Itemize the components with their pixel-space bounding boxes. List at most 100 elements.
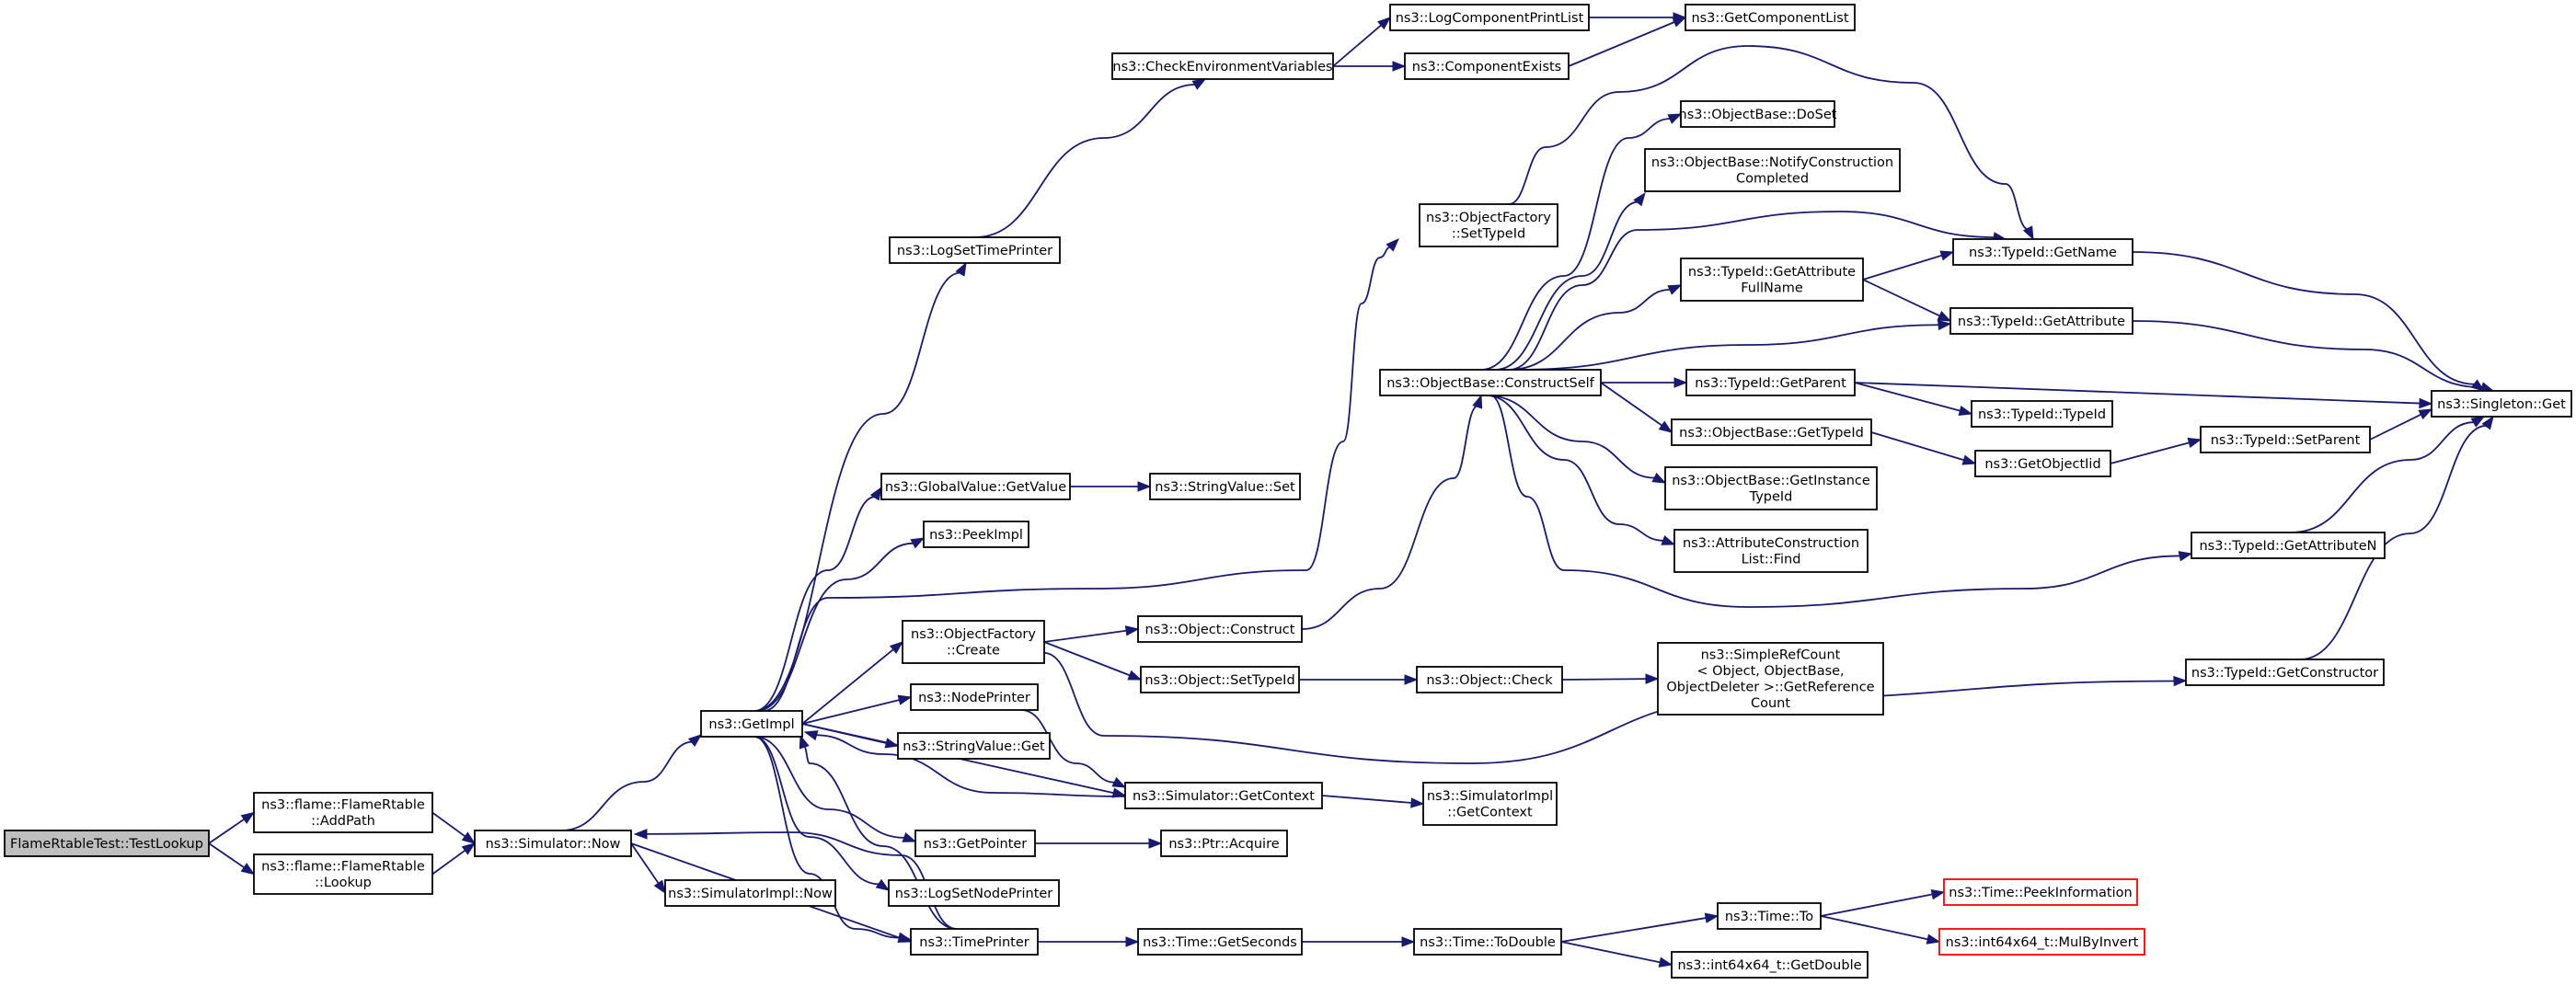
graph-node-n15[interactable]: ns3::ObjectFactory::Create <box>902 620 1045 664</box>
graph-node-n41[interactable]: ns3::TypeId::GetAttribute <box>1949 307 2133 335</box>
edge-n32-n41 <box>1862 279 1952 322</box>
node-box <box>1685 4 1856 31</box>
graph-node-n45[interactable]: ns3::TypeId::GetAttributeN <box>2191 532 2386 559</box>
node-box <box>888 879 1060 907</box>
edge-n3-n5 <box>630 842 666 895</box>
node-box <box>1413 928 1562 956</box>
edge-arrowhead <box>687 734 703 747</box>
graph-node-n23[interactable]: ns3::Simulator::GetContext <box>1124 782 1323 809</box>
node-layer: FlameRtableTest::TestLookupns3::flame::F… <box>4 4 2572 979</box>
graph-node-n24[interactable]: ns3::Ptr::Acquire <box>1160 830 1288 857</box>
graph-node-n12[interactable]: ns3::GlobalValue::GetValue <box>880 473 1071 500</box>
node-label: ns3::ObjectBase::ConstructSelf <box>1386 376 1594 391</box>
node-label: List::Find <box>1742 553 1801 567</box>
node-box <box>897 732 1051 760</box>
graph-node-n26[interactable]: ns3::ObjectBase::ConstructSelf <box>1379 369 1602 396</box>
edge-line <box>1820 893 1934 917</box>
graph-node-n28[interactable]: ns3::SimulatorImpl::GetContext <box>1422 782 1558 826</box>
graph-node-n44[interactable]: ns3::TypeId::SetParent <box>2200 426 2371 453</box>
edge-line <box>2132 320 2483 389</box>
edge-n26-n45 <box>1489 395 2193 608</box>
edge-line <box>974 84 1196 238</box>
graph-node-n18[interactable]: ns3::GetPointer <box>914 830 1036 857</box>
node-box <box>889 236 1061 264</box>
edge-arrowhead <box>897 932 913 943</box>
graph-node-n20[interactable]: ns3::ObjectFactory::SetTypeId <box>1419 203 1558 247</box>
graph-node-n17[interactable]: ns3::StringValue::Get <box>897 732 1051 760</box>
graph-node-n13[interactable]: ns3::StringValue::Set <box>1149 473 1301 500</box>
node-box <box>1685 369 1856 396</box>
graph-node-n49[interactable]: ns3::Singleton::Get <box>2431 390 2572 418</box>
graph-node-n47[interactable]: ns3::Time::PeekInformation <box>1943 878 2138 906</box>
node-box <box>1664 466 1878 510</box>
node-label: ns3::SimulatorImpl::Now <box>668 887 833 901</box>
edge-n4-n6 <box>753 736 913 943</box>
graph-node-n27[interactable]: ns3::Object::Check <box>1416 666 1563 693</box>
graph-node-n22[interactable]: ns3::Object::SetTypeId <box>1140 666 1300 693</box>
graph-node-n0[interactable]: FlameRtableTest::TestLookup <box>4 830 210 857</box>
edge-arrowhead <box>955 261 967 277</box>
edge-n18-n24 <box>1035 838 1163 849</box>
node-label: ns3::ObjectBase::NotifyConstruction <box>1651 155 1893 170</box>
edge-arrowhead <box>1127 670 1143 681</box>
node-label: ns3::Time::ToDouble <box>1420 935 1556 950</box>
graph-node-n33[interactable]: ns3::TypeId::GetParent <box>1685 369 1856 396</box>
edge-line <box>1020 709 1116 784</box>
node-label: ns3::StringValue::Get <box>903 739 1045 754</box>
graph-node-n25[interactable]: ns3::Time::GetSeconds <box>1137 928 1303 956</box>
edge-arrowhead <box>1961 454 1977 465</box>
graph-node-n34[interactable]: ns3::ObjectBase::GetTypeId <box>1671 418 1872 446</box>
graph-node-n10[interactable]: ns3::ComponentExists <box>1404 52 1570 80</box>
graph-node-n5[interactable]: ns3::SimulatorImpl::Now <box>664 879 836 907</box>
graph-node-n29[interactable]: ns3::Time::ToDouble <box>1413 928 1562 956</box>
edge-line <box>630 842 660 885</box>
edge-arrowhead <box>1645 673 1660 684</box>
edge-n26-n30 <box>1480 113 1683 371</box>
graph-node-n16[interactable]: ns3::NodePrinter <box>910 683 1039 711</box>
edge-line <box>2110 441 2191 464</box>
node-label: ns3::Object::SetTypeId <box>1144 673 1294 688</box>
edge-arrowhead <box>1661 534 1676 545</box>
edge-n46-n49 <box>2299 415 2494 660</box>
graph-node-n1[interactable]: ns3::flame::FlameRtable::AddPath <box>253 792 433 833</box>
edge-n23-n4 <box>803 730 1126 797</box>
edge-arrowhead <box>799 734 810 750</box>
graph-node-n42[interactable]: ns3::TypeId::TypeId <box>1971 400 2113 428</box>
node-box <box>2431 390 2572 418</box>
graph-node-n4[interactable]: ns3::GetImpl <box>700 710 803 738</box>
graph-node-n2[interactable]: ns3::flame::FlameRtable::Lookup <box>253 853 433 895</box>
graph-node-n31[interactable]: ns3::ObjectBase::NotifyConstructionCompl… <box>1644 148 1901 192</box>
node-box <box>1657 642 1884 716</box>
edge-n15-n21 <box>1043 625 1140 643</box>
edge-arrowhead <box>1377 17 1392 30</box>
edge-n26-n36 <box>1485 395 1676 545</box>
graph-node-n38[interactable]: ns3::Time::To <box>1717 902 1822 930</box>
graph-node-n9[interactable]: ns3::LogComponentPrintList <box>1389 4 1590 31</box>
edge-n4-n19 <box>753 736 891 891</box>
graph-node-n37[interactable]: ns3::SimpleRefCount< Object, ObjectBase,… <box>1657 642 1884 716</box>
graph-node-n46[interactable]: ns3::TypeId::GetConstructor <box>2185 659 2385 686</box>
edge-arrowhead <box>1404 674 1419 685</box>
graph-node-n11[interactable]: ns3::GetComponentList <box>1685 4 1856 31</box>
graph-node-n43[interactable]: ns3::GetObjectIid <box>1974 450 2111 477</box>
graph-node-n30[interactable]: ns3::ObjectBase::DoSet <box>1679 100 1837 128</box>
graph-node-n48[interactable]: ns3::int64x64_t::MulByInvert <box>1938 928 2145 956</box>
graph-node-n40[interactable]: ns3::TypeId::GetName <box>1952 238 2133 266</box>
edge-n26-n32 <box>1508 284 1683 371</box>
graph-node-n39[interactable]: ns3::int64x64_t::GetDouble <box>1671 951 1869 979</box>
graph-node-n8[interactable]: ns3::CheckEnvironmentVariables <box>1111 52 1334 80</box>
node-label: ns3::TypeId::GetParent <box>1695 376 1846 391</box>
node-label: ns3::ObjectBase::DoSet <box>1679 108 1837 122</box>
graph-node-n19[interactable]: ns3::LogSetNodePrinter <box>888 879 1060 907</box>
node-label: ns3::StringValue::Set <box>1155 480 1295 495</box>
graph-node-n14[interactable]: ns3::PeekImpl <box>923 521 1029 548</box>
graph-node-n6[interactable]: ns3::TimePrinter <box>910 928 1039 956</box>
graph-node-n21[interactable]: ns3::Object::Construct <box>1137 615 1303 643</box>
edge-n29-n39 <box>1560 941 1673 968</box>
graph-node-n3[interactable]: ns3::Simulator::Now <box>474 830 632 857</box>
edge-n4-n16 <box>801 694 913 725</box>
graph-node-n7[interactable]: ns3::LogSetTimePrinter <box>889 236 1061 264</box>
